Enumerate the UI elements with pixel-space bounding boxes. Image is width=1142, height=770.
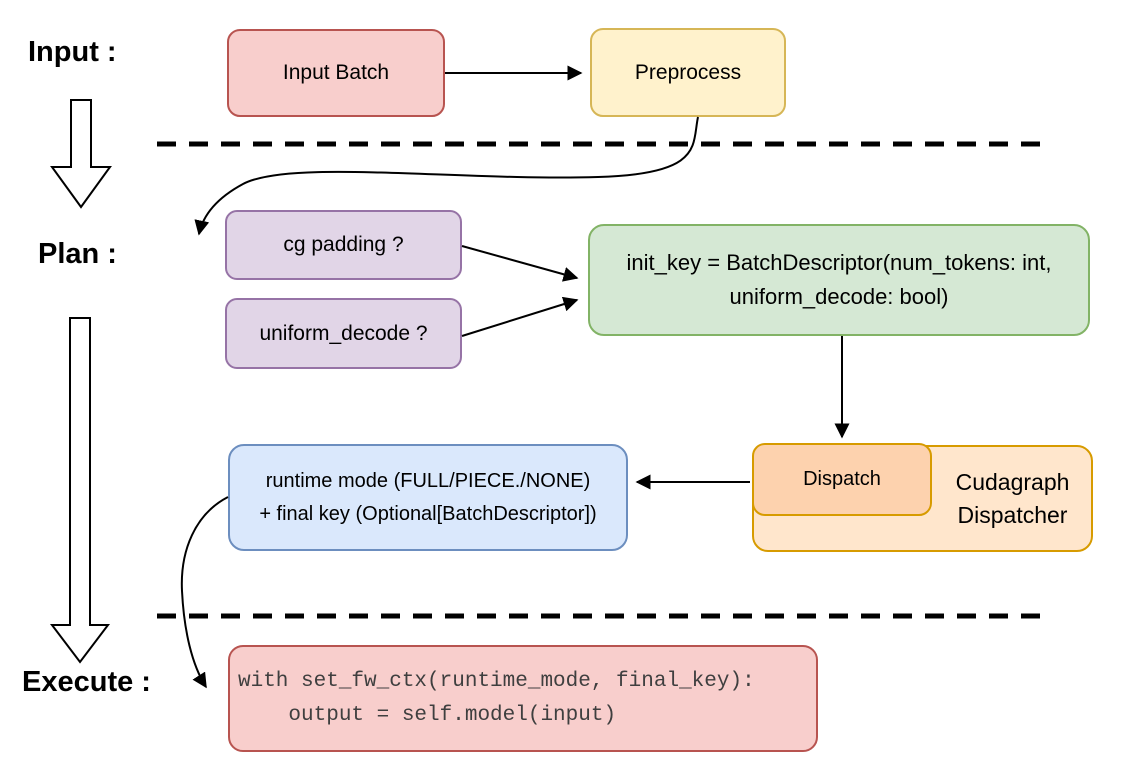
node-dispatch: Dispatch <box>752 443 932 516</box>
stage-label-execute: Execute : <box>22 666 151 698</box>
node-preprocess: Preprocess <box>590 28 786 117</box>
arrow-uniform-decode-to-init-key <box>461 296 579 337</box>
node-init-key-batch-descriptor: init_key = BatchDescriptor(num_tokens: i… <box>588 224 1090 336</box>
node-runtime-mode-final-key: runtime mode (FULL/PIECE./NONE) + final … <box>228 444 628 551</box>
stage-label-plan: Plan : <box>38 238 117 270</box>
node-input-batch: Input Batch <box>227 29 445 117</box>
stage-label-input: Input : <box>28 36 117 68</box>
stage-arrow-input-to-plan <box>50 99 112 209</box>
arrow-cg-padding-to-init-key <box>461 245 579 282</box>
node-uniform-decode: uniform_decode ? <box>225 298 462 369</box>
node-execute-code: with set_fw_ctx(runtime_mode, final_key)… <box>228 645 818 752</box>
stage-arrow-plan-to-execute <box>49 317 111 664</box>
node-cg-padding: cg padding ? <box>225 210 462 280</box>
arrow-runtime-mode-to-execute-code <box>180 496 229 689</box>
